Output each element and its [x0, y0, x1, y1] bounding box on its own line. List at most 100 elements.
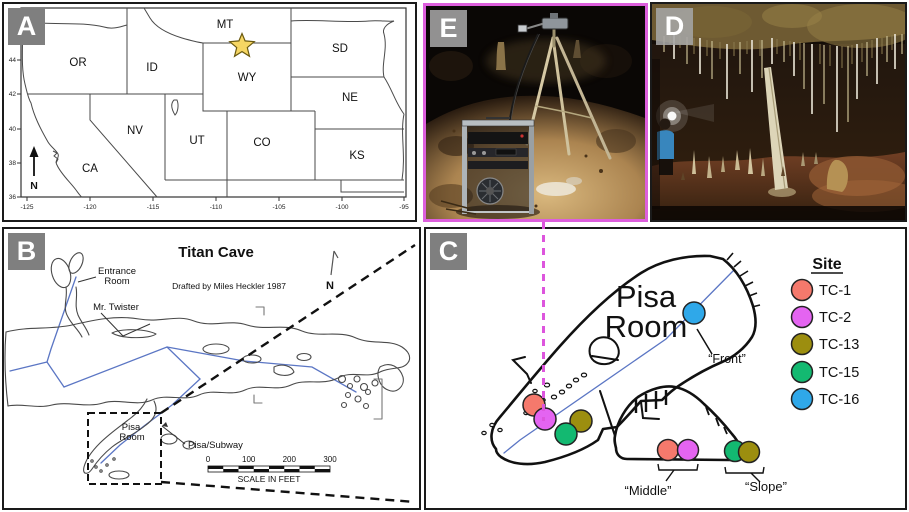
zoom-connector-top — [160, 243, 416, 415]
y-tick: 38 — [9, 160, 17, 167]
x-tick: -115 — [147, 204, 160, 211]
svg-text:Room: Room — [104, 276, 129, 287]
white-floor-patch — [536, 182, 576, 196]
group-brackets — [657, 463, 765, 483]
mr-twister-pointer — [100, 312, 151, 337]
site-circle-tc13-section — [737, 440, 761, 464]
north-label: N — [30, 180, 38, 192]
scale-tick: 300 — [323, 455, 337, 464]
stalactites — [663, 34, 903, 132]
caver-person — [656, 100, 714, 175]
x-tick: -100 — [335, 204, 348, 211]
x-axis-labels: -125 -120 -115 -110 -105 -100 -95 — [20, 204, 409, 211]
state-label-or: OR — [69, 57, 86, 69]
entrance-room-label: Entrance Room — [77, 266, 136, 287]
state-label-sd: SD — [332, 43, 348, 55]
cave-title: Titan Cave — [178, 244, 254, 261]
cave-interior-photo — [652, 4, 905, 220]
plan-site-circles — [522, 301, 706, 446]
legend-label-tc13: TC-13 — [819, 337, 859, 353]
drafting-credit: Drafted by Miles Heckler 1987 — [172, 281, 286, 291]
y-tick: 36 — [9, 194, 17, 201]
legend-title: Site — [812, 256, 841, 273]
x-tick: -120 — [83, 204, 96, 211]
photo-e-site-connector-line — [542, 222, 545, 421]
state-label-id: ID — [146, 62, 158, 74]
slope-label: “Slope” — [745, 479, 787, 494]
svg-text:Pisa: Pisa — [122, 422, 141, 433]
panel-b-label: B — [8, 233, 45, 270]
panel-d-label: D — [656, 8, 693, 45]
x-tick: -95 — [399, 204, 409, 211]
zoom-box — [87, 412, 162, 485]
north-arrow-icon: N — [29, 146, 39, 192]
instrument-cable — [508, 33, 539, 127]
stalagmite-stump — [826, 159, 848, 192]
cross-section-outline — [613, 385, 743, 462]
pisa-room-label: Pisa Room — [119, 422, 144, 443]
pisa-room-detail-map: Pisa Room “Front” — [481, 252, 859, 498]
cliff-hatches — [726, 252, 761, 308]
legend-label-tc2: TC-2 — [819, 310, 851, 326]
mr-twister-label: Mr. Twister — [93, 302, 151, 337]
y-tick: 42 — [9, 91, 17, 98]
site-circle-tc2-plan — [533, 407, 557, 431]
svg-text:Pisa/Subway: Pisa/Subway — [188, 440, 243, 451]
legend-swatch-tc15 — [790, 360, 814, 384]
panel-a-region-map: A -125 -120 -115 -110 -105 -100 -95 44 — [2, 2, 417, 222]
equipment-case — [456, 117, 540, 219]
state-label-ne: NE — [342, 92, 358, 104]
x-tick: -110 — [210, 204, 223, 211]
site-circle-tc1-section — [656, 438, 680, 462]
column-feature — [588, 336, 620, 366]
panel-a-label: A — [8, 8, 45, 45]
scale-caption: SCALE IN FEET — [238, 474, 301, 484]
wall-zigzag — [511, 356, 532, 384]
pisa-subway-pointer — [161, 425, 186, 445]
state-label-nv: NV — [127, 125, 143, 137]
y-axis-labels: 44 42 40 38 36 — [9, 57, 17, 201]
state-label-ca: CA — [82, 163, 98, 175]
y-tick: 44 — [9, 57, 17, 64]
x-axis-ticks — [26, 197, 405, 201]
y-axis-ticks — [17, 59, 21, 198]
sensor-head — [517, 24, 528, 33]
svg-text:Entrance: Entrance — [98, 266, 136, 277]
svg-text:Mr. Twister: Mr. Twister — [93, 302, 139, 313]
state-label-ks: KS — [349, 150, 365, 162]
leaning-column — [764, 67, 796, 197]
middle-label: “Middle” — [625, 483, 672, 498]
panel-b-titan-cave-map: B — [2, 227, 421, 510]
legend-label-tc16: TC-16 — [819, 392, 859, 408]
legend-label-tc15: TC-15 — [819, 365, 859, 381]
scale-tick: 200 — [283, 455, 297, 464]
section-site-circles — [656, 438, 761, 464]
scale-bar: 0 100 200 300 SCALE IN FEET — [206, 455, 337, 484]
entrance-pointer — [77, 276, 97, 283]
floor-stalagmites — [681, 148, 818, 180]
scale-tick: 0 — [206, 455, 211, 464]
room-title-line1: Pisa — [616, 279, 677, 314]
panel-d-cave-photo: D — [650, 2, 907, 222]
map-frame — [20, 7, 407, 198]
passage-opening — [640, 401, 660, 420]
site-circle-tc2-section — [676, 438, 700, 462]
site-circle-tc15-plan — [554, 422, 578, 446]
front-pointer — [696, 328, 713, 355]
panel-c-label: C — [430, 233, 467, 270]
legend-swatch-tc1 — [790, 278, 814, 302]
cave-passage-outlines — [4, 252, 411, 480]
x-tick: -105 — [272, 204, 285, 211]
front-label: “Front” — [708, 352, 746, 366]
state-label-co: CO — [253, 137, 270, 149]
pisa-subway-label: Pisa/Subway — [161, 422, 243, 451]
state-labels: OR ID MT WY SD NE NV UT CO KS CA — [69, 19, 365, 175]
site-circle-tc16-plan — [682, 301, 706, 325]
room-title-line2: Room — [605, 309, 688, 344]
x-tick: -125 — [20, 204, 33, 211]
usa-states-map: -125 -120 -115 -110 -105 -100 -95 44 42 … — [9, 7, 409, 211]
cave-location-star-icon — [228, 31, 256, 58]
site-legend: Site TC-1 TC-2 TC-13 TC-15 TC-16 — [790, 256, 859, 411]
state-label-mt: MT — [217, 19, 234, 31]
